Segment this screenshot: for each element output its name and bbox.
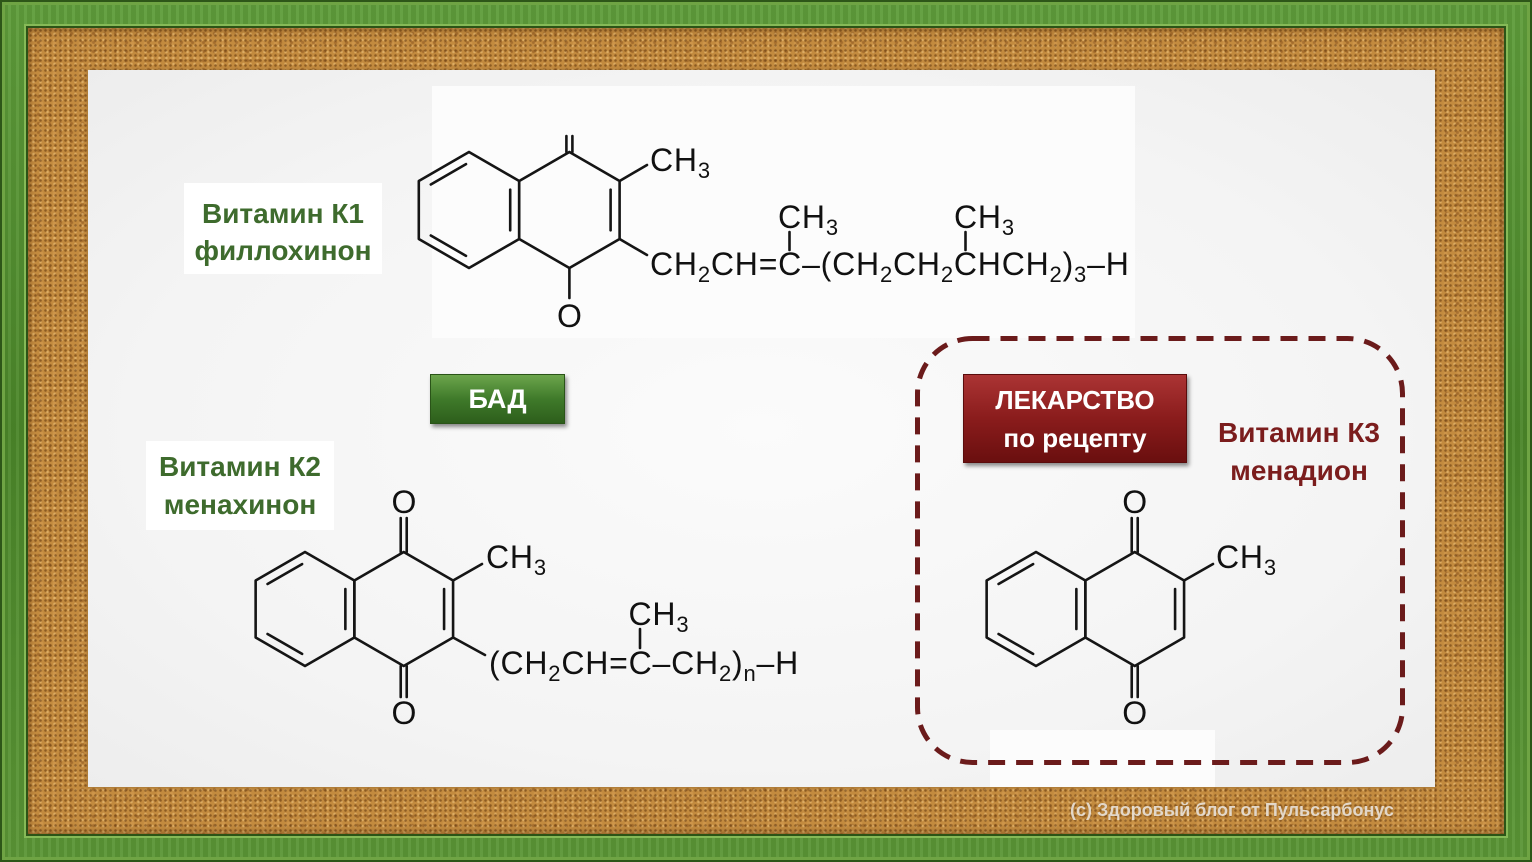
k3-compound-name: менадион xyxy=(1230,455,1368,486)
chain-subscript: 3 xyxy=(1074,262,1088,287)
chain-segment: CH=C–(CH xyxy=(710,246,880,282)
k1-ring-methyl: CH3 xyxy=(650,142,711,183)
k2-benzene-ring xyxy=(254,550,356,668)
chain-segment: –H xyxy=(1087,246,1130,282)
k3-double-bond xyxy=(997,562,1035,586)
k1-structure xyxy=(417,134,967,300)
chain-segment: CHCH xyxy=(953,246,1050,282)
methyl-atoms: CH xyxy=(778,199,826,235)
methyl-subscript: 3 xyxy=(676,612,690,637)
k2-structure xyxy=(254,516,642,699)
k3-methyl-bond xyxy=(1182,562,1215,582)
k1-vitamin-name: Витамин К1 xyxy=(202,197,364,229)
chain-segment: ) xyxy=(1062,246,1075,282)
k3-structure xyxy=(985,516,1215,699)
k3-label: Витамин К3 менадион xyxy=(1199,414,1399,490)
prescription-badge: ЛЕКАРСТВО по рецепту xyxy=(963,374,1187,463)
k1-methyl-bond xyxy=(618,163,649,183)
methyl-atoms: CH xyxy=(486,539,534,575)
methyl-subscript: 3 xyxy=(1263,555,1277,580)
k3-oxygen-top: O xyxy=(1122,484,1148,520)
methyl-atoms: CH xyxy=(1216,539,1264,575)
chain-subscript: 2 xyxy=(940,262,954,287)
chain-subscript: n xyxy=(743,661,757,686)
methyl-subscript: 3 xyxy=(697,158,711,183)
chain-segment: CH xyxy=(650,246,698,282)
k2-chain-methyl: CH3 xyxy=(628,596,690,637)
supplement-badge: БАД xyxy=(430,374,565,424)
chain-subscript: 2 xyxy=(697,262,711,287)
k2-label-box xyxy=(146,441,334,530)
chain-segment: CH xyxy=(893,246,941,282)
chain-segment: (CH xyxy=(489,645,549,681)
k2-oxygen-bottom: O xyxy=(391,695,418,731)
chain-subscript: 2 xyxy=(1049,262,1063,287)
k1-benzene-ring xyxy=(417,150,521,270)
k1-chain-bond xyxy=(618,237,649,257)
k1-label-box xyxy=(184,183,382,274)
k2-double-bond xyxy=(266,562,304,586)
methyl-subscript: 3 xyxy=(533,555,547,580)
prescription-badge-line1: ЛЕКАРСТВО xyxy=(995,385,1155,415)
methyl-subscript: 3 xyxy=(825,215,839,240)
copyright-watermark: (с) Здоровый блог от Пульсарбонус xyxy=(1070,800,1394,820)
k3-oxygen-bottom: O xyxy=(1122,695,1148,731)
methyl-atoms: CH xyxy=(650,142,698,178)
k3-double-bond xyxy=(997,632,1035,656)
k1-chain-methyl-2: CH3 xyxy=(954,199,1015,240)
chain-subscript: 2 xyxy=(718,661,733,686)
prescription-badge-line2: по рецепту xyxy=(1003,423,1147,453)
k3-quinone-ring xyxy=(1084,550,1186,668)
k2-double-bond xyxy=(266,632,304,656)
k2-chain-bond xyxy=(451,636,487,657)
k1-compound-name: филлохинон xyxy=(194,234,372,266)
k3-structure-background xyxy=(990,730,1215,787)
k1-double-bond xyxy=(429,162,468,186)
k1-side-chain: CH2CH=C–(CH2CH2CHCH2)3–H xyxy=(650,246,1130,287)
k1-quinone-ring xyxy=(517,150,621,270)
k1-label: Витамин К1 филлохинон xyxy=(184,195,382,269)
k2-ring-methyl: CH3 xyxy=(486,539,547,580)
supplement-badge-text: БАД xyxy=(468,384,527,414)
chain-subscript: 2 xyxy=(879,262,894,287)
methyl-atoms: CH xyxy=(628,596,677,632)
methyl-subscript: 3 xyxy=(1001,215,1015,240)
k3-ring-methyl: CH3 xyxy=(1216,539,1277,580)
k3-benzene-ring xyxy=(985,550,1087,668)
k2-label: Витамин К2 менахинон xyxy=(146,448,334,524)
k1-structure-background xyxy=(432,86,1135,338)
k1-double-bond xyxy=(429,234,468,258)
k2-side-chain: (CH2CH=C–CH2)n–H xyxy=(489,645,800,686)
k2-quinone-ring xyxy=(353,550,455,668)
k2-oxygen-top: O xyxy=(391,484,418,520)
k3-vitamin-name: Витамин К3 xyxy=(1218,417,1380,448)
k2-methyl-bond xyxy=(451,562,484,582)
methyl-atoms: CH xyxy=(954,199,1002,235)
k1-chain-methyl-1: CH3 xyxy=(778,199,839,240)
chain-segment: CH=C–CH xyxy=(561,645,719,681)
k2-compound-name: менахинон xyxy=(163,489,317,520)
chain-subscript: 2 xyxy=(548,661,562,686)
k1-oxygen-bottom: O xyxy=(557,298,583,334)
k2-vitamin-name: Витамин К2 xyxy=(159,451,321,482)
prescription-group-border xyxy=(915,336,1405,765)
chain-segment: ) xyxy=(732,645,744,681)
chain-segment: –H xyxy=(756,645,800,681)
